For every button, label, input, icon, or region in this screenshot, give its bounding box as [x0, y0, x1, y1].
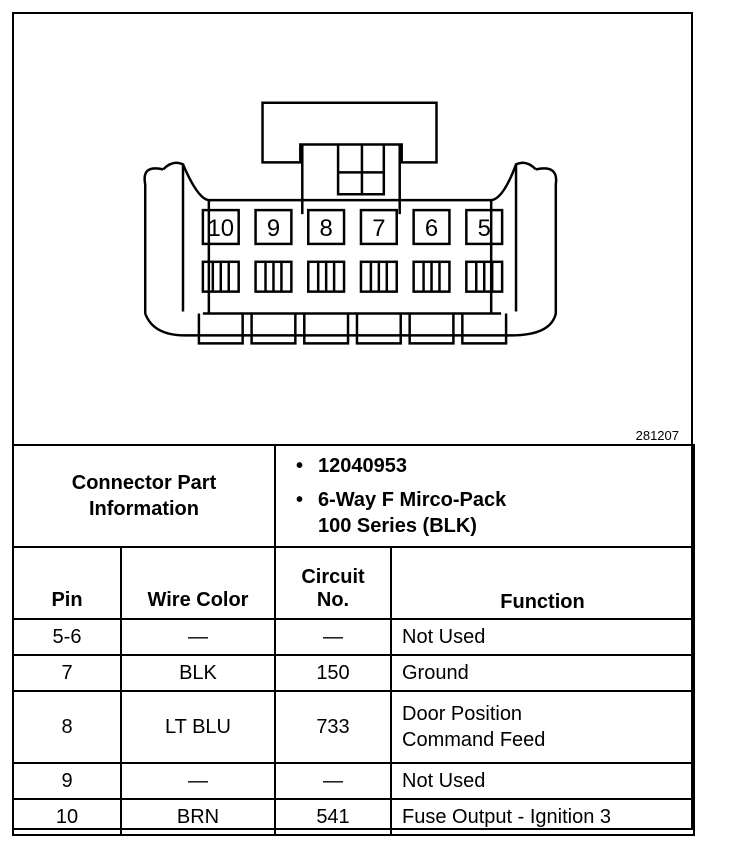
- table-row: 7 BLK 150 Ground: [12, 654, 696, 692]
- part-description-1: 6-Way F Mirco-Pack: [318, 489, 507, 511]
- col-wire-color: Wire Color: [120, 546, 276, 620]
- pin-cell: 10: [12, 798, 122, 836]
- col-pin: Pin: [12, 546, 122, 620]
- pin-number-label: 7: [372, 215, 385, 242]
- pin-number-box: [412, 208, 451, 246]
- pin-number-box: [201, 208, 240, 246]
- pin-number-label: 10: [208, 215, 235, 242]
- function-cell: Ground: [389, 654, 696, 692]
- pin-number-box: [307, 208, 346, 246]
- pin-number-box: [465, 208, 504, 246]
- table-row: 9 — — Not Used: [12, 762, 696, 800]
- part-description-2: 100 Series (BLK): [318, 515, 477, 537]
- terminal-tab: [197, 313, 244, 345]
- table-row: 8 LT BLU 733 Door Position Command Feed: [12, 690, 696, 764]
- function-cell: Not Used: [389, 762, 696, 800]
- circuit-cell: 541: [274, 798, 392, 836]
- terminal-tab: [355, 313, 402, 345]
- connector-diagram: 10 9 8 7 6 5: [143, 101, 558, 345]
- pin-cell: 8: [12, 690, 122, 764]
- pin-cell: 5-6: [12, 618, 122, 656]
- wire-color-cell: BRN: [120, 798, 276, 836]
- latch: [261, 101, 438, 164]
- table-row: 5-6 — — Not Used: [12, 618, 696, 656]
- terminal-tab: [250, 313, 297, 345]
- circuit-cell: 733: [274, 690, 392, 764]
- circuit-cell: —: [274, 618, 392, 656]
- pin-number-box: [359, 208, 398, 246]
- part-info-details: •12040953 •6-Way F Mirco-Pack 100 Series…: [273, 444, 696, 548]
- function-cell: Door Position Command Feed: [389, 690, 696, 764]
- wire-color-cell: LT BLU: [120, 690, 276, 764]
- terminal-tab: [408, 313, 455, 345]
- function-cell: Not Used: [389, 618, 696, 656]
- circuit-cell: —: [274, 762, 392, 800]
- pin-number-label: 8: [320, 215, 333, 242]
- pin-cell: 7: [12, 654, 122, 692]
- figure-id: 281207: [635, 428, 679, 443]
- pin-number-label: 5: [478, 215, 491, 242]
- terminal-tab: [303, 313, 350, 345]
- function-cell: Fuse Output - Ignition 3: [389, 798, 696, 836]
- pin-number-box: [254, 208, 293, 246]
- pin-number-label: 9: [267, 215, 280, 242]
- col-circuit: Circuit No.: [274, 546, 392, 620]
- pin-number-label: 6: [425, 215, 438, 242]
- wire-color-cell: —: [120, 762, 276, 800]
- part-number: 12040953: [318, 455, 407, 477]
- table-row: 10 BRN 541 Fuse Output - Ignition 3: [12, 798, 696, 836]
- pin-cell: 9: [12, 762, 122, 800]
- wire-color-cell: —: [120, 618, 276, 656]
- wire-color-cell: BLK: [120, 654, 276, 692]
- col-function: Function: [389, 546, 696, 620]
- pin-table: Connector Part Information •12040953 •6-…: [12, 444, 696, 836]
- circuit-cell: 150: [274, 654, 392, 692]
- part-info-label: Connector Part Information: [12, 444, 276, 548]
- terminal-tab: [461, 313, 508, 345]
